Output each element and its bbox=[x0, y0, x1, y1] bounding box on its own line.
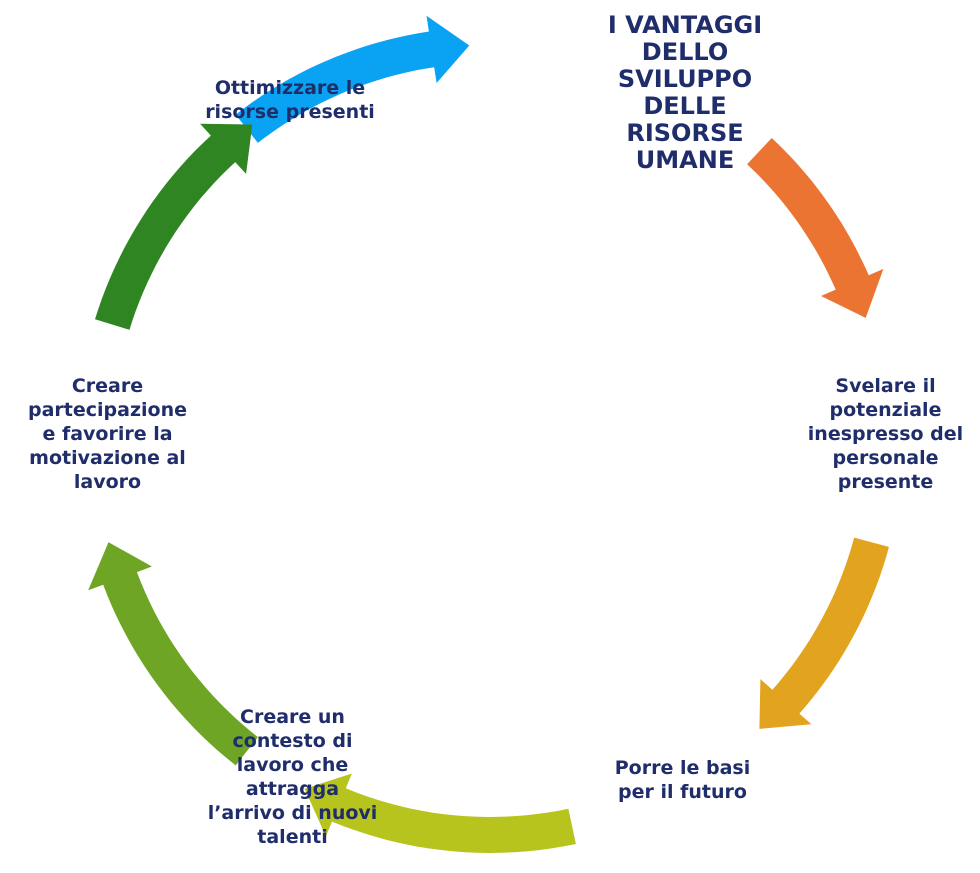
node-reveal-potential: Svelare il potenziale inespresso del per… bbox=[807, 375, 964, 493]
arrow-foundations-to-context bbox=[304, 773, 576, 853]
arrow-optimize-to-title bbox=[235, 15, 470, 143]
arrow-title-to-reveal-potential bbox=[747, 138, 884, 318]
arrow-participation-to-optimize bbox=[95, 123, 253, 330]
node-optimize: Ottimizzare le risorse presenti bbox=[205, 77, 375, 123]
node-attract-talent: Creare un contesto di lavoro che attragg… bbox=[207, 706, 378, 848]
node-foundations: Porre le basi per il futuro bbox=[614, 757, 751, 803]
arrow-context-to-participation bbox=[88, 542, 258, 766]
arrow-reveal-to-foundations bbox=[759, 537, 889, 729]
diagram-title: I VANTAGGI DELLO SVILUPPO DELLE RISORSE … bbox=[607, 11, 763, 174]
node-participation: Creare partecipazione e favorire la moti… bbox=[28, 375, 187, 493]
